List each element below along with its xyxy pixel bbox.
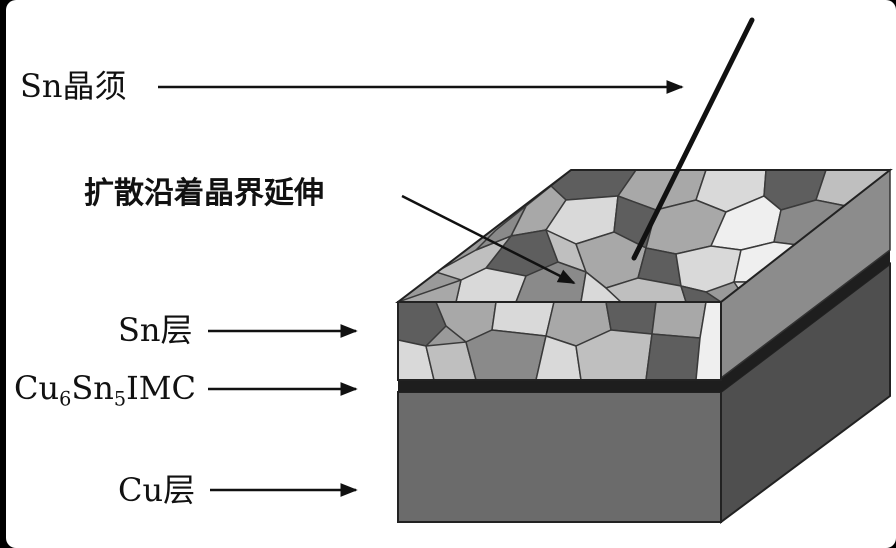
label-imc-layer: Cu6Sn5IMC: [14, 370, 196, 418]
front-grains: [398, 302, 721, 380]
figure-panel: Sn晶须 扩散沿着晶界延伸 Sn层 Cu6Sn5IMC Cu层: [6, 0, 896, 548]
label-cu-layer: Cu层: [118, 471, 196, 509]
imc-text: IMC: [126, 369, 196, 407]
imc-layer-side: [721, 250, 890, 392]
imc-cu: Cu: [14, 369, 60, 407]
cu-layer-side: [720, 261, 891, 524]
layer-diagram: [158, 17, 893, 524]
imc-sub-6: 6: [59, 387, 72, 411]
imc-sub-5: 5: [113, 387, 127, 411]
sn-whisker: [631, 17, 755, 261]
cu-layer-front: [397, 391, 722, 523]
imc-layer-front: [398, 378, 721, 392]
sn-layer-front: [398, 302, 721, 380]
imc-sn: Sn: [71, 369, 114, 407]
diffusion-arrow: [401, 194, 576, 285]
label-sn-whisker: Sn晶须: [20, 67, 127, 105]
label-sn-layer: Sn层: [118, 311, 193, 349]
label-diffusion-along-grain-boundary: 扩散沿着晶界延伸: [84, 176, 324, 211]
